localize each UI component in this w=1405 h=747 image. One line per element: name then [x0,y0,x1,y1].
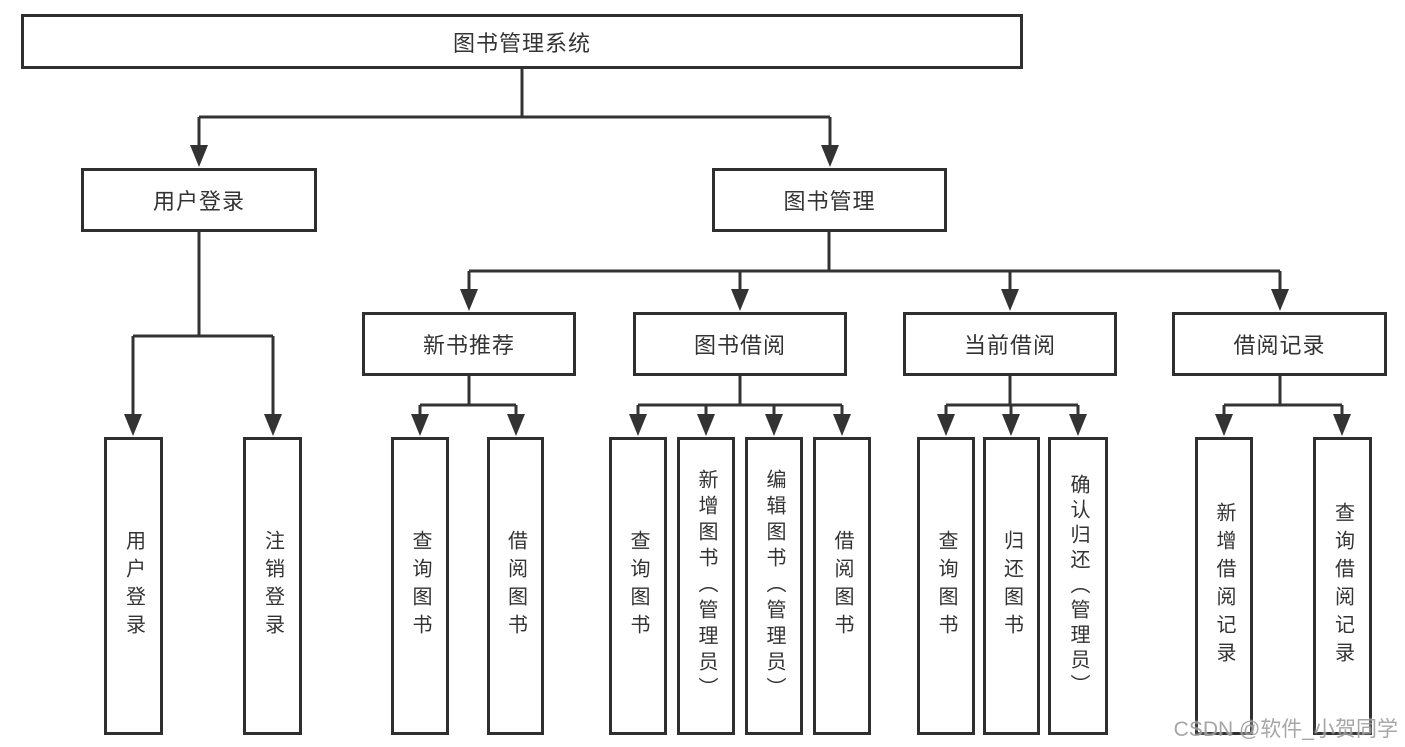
node-label: 用户登录 [152,189,245,214]
node-label: 图书借阅 [693,333,786,358]
node-current-borrowing: 当前借阅 [903,312,1117,376]
node-label: 确认归还（管理员） [1067,473,1089,699]
leaf-borrow-books: 借阅图书 [813,437,871,735]
leaf-query-books-recommend: 查询图书 [391,437,449,735]
node-label: 查询图书 [627,530,649,642]
node-borrowing-records: 借阅记录 [1172,312,1387,376]
leaf-logout: 注销登录 [243,437,302,735]
leaf-confirm-return-admin: 确认归还（管理员） [1048,437,1108,735]
node-label: 借阅记录 [1233,333,1326,358]
node-label: 借阅图书 [504,530,527,642]
node-book-borrowing: 图书借阅 [633,312,847,376]
node-label: 查询借阅记录 [1331,502,1354,670]
leaf-query-borrow-record: 查询借阅记录 [1313,437,1372,735]
node-new-book-recommend: 新书推荐 [362,312,576,376]
leaf-add-books-admin: 新增图书（管理员） [677,437,735,735]
node-label: 注销登录 [261,530,284,642]
leaf-user-login: 用户登录 [104,437,163,735]
leaf-add-borrow-record: 新增借阅记录 [1195,437,1253,735]
node-label: 图书管理 [783,189,876,214]
leaf-return-books: 归还图书 [983,437,1040,735]
node-library-management-system: 图书管理系统 [21,14,1023,69]
node-label: 查询图书 [409,530,431,642]
leaf-query-books-current: 查询图书 [917,437,975,735]
node-label: 用户登录 [122,530,145,642]
node-label: 图书管理系统 [452,30,591,56]
node-label: 借阅图书 [831,530,853,642]
leaf-borrow-books-recommend: 借阅图书 [487,437,544,735]
node-label: 当前借阅 [963,333,1056,358]
leaf-query-books-borrowing: 查询图书 [609,437,667,735]
node-user-login: 用户登录 [81,168,317,232]
csdn-watermark: CSDN @软件_小贺同学 [1173,718,1398,741]
node-label: 查询图书 [935,530,957,642]
node-book-management: 图书管理 [712,168,947,232]
node-label: 新书推荐 [422,333,515,358]
node-label: 新增借阅记录 [1213,502,1235,670]
node-label: 归还图书 [1000,530,1023,642]
leaf-edit-books-admin: 编辑图书（管理员） [745,437,803,735]
node-label: 新增图书（管理员） [695,469,717,703]
node-label: 编辑图书（管理员） [763,469,785,703]
